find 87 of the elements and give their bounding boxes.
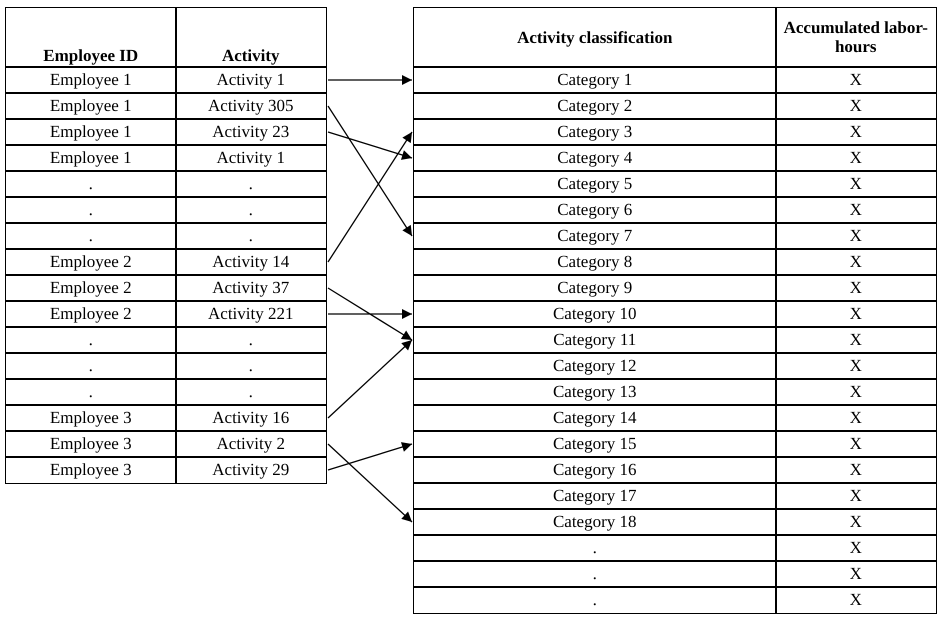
table-cell: X [775, 248, 936, 276]
table-cell: . [175, 378, 326, 406]
table-cell: . [175, 170, 326, 198]
table-cell: X [775, 352, 936, 380]
table-cell: X [775, 404, 936, 432]
table-cell: Employee 1 [5, 118, 176, 146]
table-cell: Category 2 [413, 92, 776, 120]
table-cell: Employee 3 [5, 456, 176, 484]
column-header: Activity classification [413, 7, 776, 68]
arrow [328, 340, 412, 418]
table-cell: Category 4 [413, 144, 776, 172]
table-cell: . [5, 222, 176, 250]
table-cell: X [775, 196, 936, 224]
table-cell: Employee 1 [5, 66, 176, 94]
arrow [328, 75, 412, 85]
table-cell: Activity 23 [175, 118, 326, 146]
column-header: Employee ID [5, 7, 176, 68]
table-cell: X [775, 508, 936, 536]
table-cell: Activity 305 [175, 92, 326, 120]
table-cell: Activity 16 [175, 404, 326, 432]
table-cell: . [175, 222, 326, 250]
table-cell: Category 9 [413, 274, 776, 302]
arrow [328, 444, 412, 522]
table-cell: X [775, 222, 936, 250]
table-cell: . [413, 560, 776, 588]
table-cell: X [775, 170, 936, 198]
arrow [328, 309, 412, 319]
column-header: Accumulated labor-hours [775, 7, 936, 68]
table-cell: Category 14 [413, 404, 776, 432]
table-cell: . [175, 326, 326, 354]
table-cell: Category 6 [413, 196, 776, 224]
arrow [328, 131, 412, 160]
table-cell: Employee 1 [5, 144, 176, 172]
arrow [328, 287, 412, 341]
table-cell: . [5, 170, 176, 198]
table-cell: . [5, 326, 176, 354]
table-cell: Category 1 [413, 66, 776, 94]
table-cell: Category 10 [413, 300, 776, 328]
table-cell: Category 11 [413, 326, 776, 354]
table-cell: Employee 2 [5, 274, 176, 302]
table-cell: X [775, 430, 936, 458]
table-cell: X [775, 326, 936, 354]
table-cell: Category 8 [413, 248, 776, 276]
table-cell: X [775, 534, 936, 562]
table-cell: X [775, 118, 936, 146]
table-cell: Activity 37 [175, 274, 326, 302]
table-cell: . [5, 352, 176, 380]
table-cell: Employee 3 [5, 430, 176, 458]
table-cell: Activity 1 [175, 66, 326, 94]
table-cell: X [775, 482, 936, 510]
table-cell: . [5, 196, 176, 224]
table-cell: Activity 1 [175, 144, 326, 172]
table-cell: Employee 2 [5, 300, 176, 328]
arrow [328, 442, 412, 471]
table-cell: Category 3 [413, 118, 776, 146]
table-cell: Category 5 [413, 170, 776, 198]
table-cell: X [775, 300, 936, 328]
table-cell: X [775, 144, 936, 172]
table-cell: Employee 1 [5, 92, 176, 120]
table-cell: X [775, 92, 936, 120]
table-cell: X [775, 378, 936, 406]
table-cell: . [175, 196, 326, 224]
arrow [327, 106, 413, 236]
table-cell: . [5, 378, 176, 406]
table-cell: X [775, 586, 936, 614]
table-cell: Employee 3 [5, 404, 176, 432]
table-cell: Category 13 [413, 378, 776, 406]
table-cell: X [775, 274, 936, 302]
table-cell: Category 7 [413, 222, 776, 250]
table-cell: Category 16 [413, 456, 776, 484]
table-cell: Employee 2 [5, 248, 176, 276]
table-cell: Activity 2 [175, 430, 326, 458]
table-cell: Category 12 [413, 352, 776, 380]
table-cell: Category 17 [413, 482, 776, 510]
table-cell: X [775, 66, 936, 94]
table-cell: . [175, 352, 326, 380]
arrow [327, 132, 413, 262]
table-cell: Activity 14 [175, 248, 326, 276]
table-cell: Category 18 [413, 508, 776, 536]
table-cell: X [775, 560, 936, 588]
table-cell: Activity 221 [175, 300, 326, 328]
table-cell: . [413, 586, 776, 614]
table-cell: X [775, 456, 936, 484]
table-cell: . [413, 534, 776, 562]
table-cell: Category 15 [413, 430, 776, 458]
column-header: Activity [175, 7, 326, 68]
table-cell: Activity 29 [175, 456, 326, 484]
